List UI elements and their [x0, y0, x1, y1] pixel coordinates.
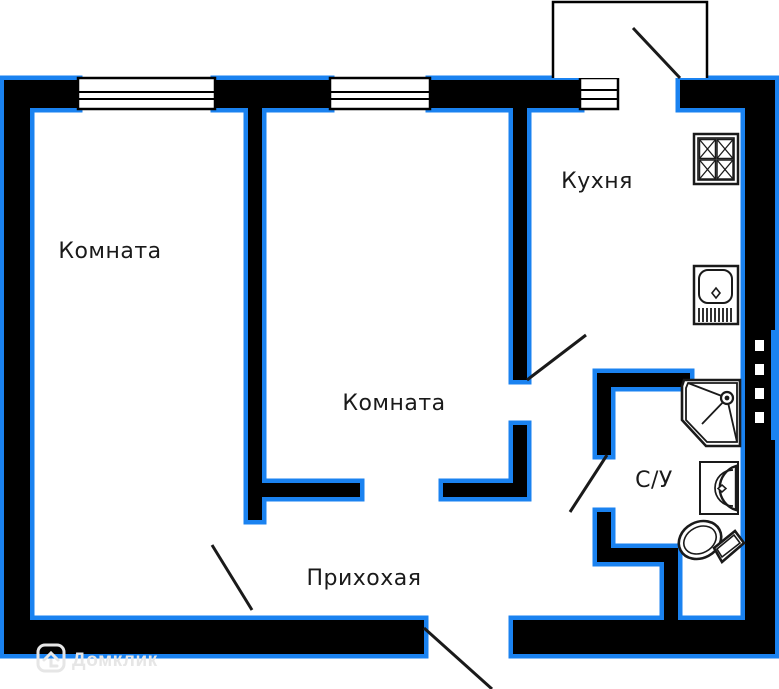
- room-labels-layer: Комната Комната Кухня С/У Прихохая: [58, 169, 673, 591]
- wall-bottom-left-exterior: [4, 620, 424, 654]
- house-logo-icon: [36, 643, 66, 673]
- entrance-door-swing: [631, 26, 682, 80]
- riser-mark: [755, 388, 764, 399]
- window-2: [328, 76, 432, 111]
- bathroom-door-swing: [568, 454, 609, 513]
- sink-icon: [692, 264, 740, 326]
- wall-stub-left-room: [262, 483, 360, 497]
- room-label-kuhnya: Кухня: [561, 169, 633, 194]
- wall-bath-left-upper: [597, 373, 611, 455]
- wall-fill-layer: [4, 80, 775, 654]
- window-1: [76, 76, 217, 111]
- bathtub-icon: [680, 378, 742, 448]
- wall-top-pier-2: [430, 80, 580, 108]
- wall-bath-top: [597, 373, 690, 387]
- riser-mark: [755, 364, 764, 375]
- hallway-door-swing-left: [210, 544, 254, 611]
- wall-interior-middle-lower: [513, 425, 527, 497]
- room-label-su: С/У: [635, 468, 673, 493]
- room-label-komnata-middle: Комната: [342, 391, 445, 416]
- riser-mark: [755, 412, 764, 423]
- wall-bottom-right-exterior: [513, 620, 775, 654]
- hallway-door-swing-bottom: [422, 626, 494, 689]
- wall-bath-left-lower: [597, 512, 611, 548]
- windows-layer: [76, 76, 620, 111]
- wall-interior-left-middle: [248, 108, 262, 520]
- wall-top-pier-1: [215, 80, 330, 108]
- door-swings-layer: [210, 26, 682, 689]
- wall-bath-right-lower: [664, 548, 678, 620]
- washbasin-icon: [699, 461, 739, 515]
- riser-marks: [755, 340, 764, 423]
- room-label-prihozhaya: Прихохая: [306, 566, 421, 591]
- wall-stub-middle-room: [443, 483, 527, 497]
- room-middle-door-swing: [526, 333, 587, 382]
- riser-mark: [755, 340, 764, 351]
- window-3: [578, 76, 620, 111]
- wall-bath-bottom: [597, 548, 678, 562]
- watermark-label: Домклик: [72, 650, 158, 671]
- room-label-komnata-left: Комната: [58, 239, 161, 264]
- entrance-vestibule: [551, 0, 709, 78]
- wall-left-exterior: [4, 80, 30, 654]
- wall-interior-middle-upper: [513, 108, 527, 380]
- watermark: Домклик: [36, 643, 158, 673]
- toilet-icon: [677, 519, 746, 565]
- stove-icon: [692, 132, 740, 186]
- fixtures-layer: [677, 132, 746, 565]
